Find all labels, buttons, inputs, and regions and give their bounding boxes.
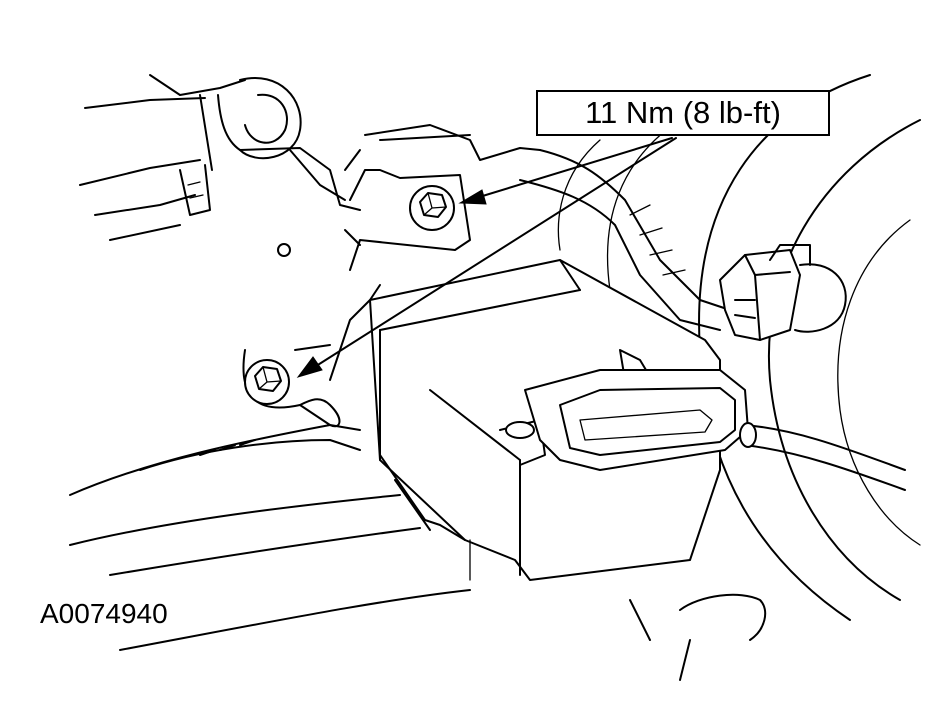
lower-lines (69, 424, 767, 681)
arrowhead-bottom-bolt (296, 356, 323, 378)
upper-hose (79, 74, 361, 241)
top-bolt (409, 185, 455, 231)
bottom-bolt (244, 359, 290, 405)
locating-hole (277, 243, 291, 257)
cable (739, 422, 906, 491)
module-connector (524, 369, 749, 471)
torque-spec-text: 11 Nm (8 lb-ft) (585, 95, 781, 130)
torque-callout: 11 Nm (8 lb-ft) (536, 90, 830, 136)
leader-lines (296, 137, 677, 378)
upper-bracket (344, 124, 541, 271)
arrowhead-top-bolt (458, 189, 487, 205)
wiring-harness (519, 149, 731, 331)
lower-bracket (242, 284, 381, 431)
figure-id: A0074940 (40, 598, 168, 629)
side-connector (719, 244, 847, 341)
